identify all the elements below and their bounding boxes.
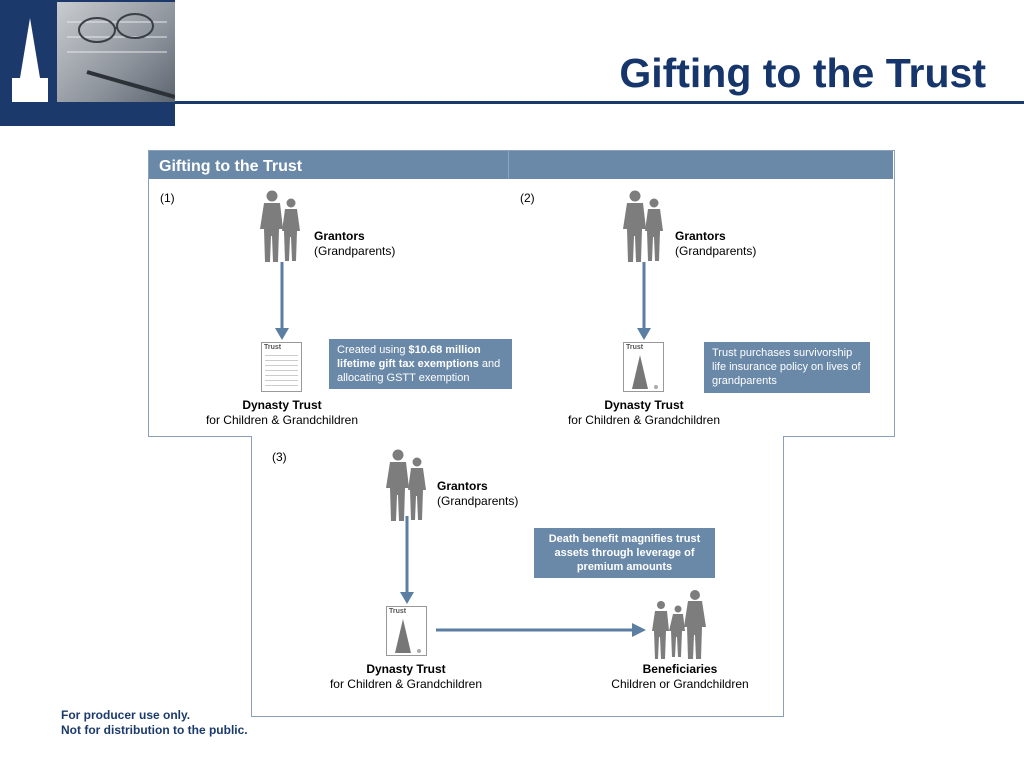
pyramid-building-icon — [12, 18, 48, 102]
company-logo — [0, 0, 175, 126]
step-2-grantors-subtitle: (Grandparents) — [675, 244, 757, 258]
step-2-grantors-title: Grantors — [675, 229, 726, 243]
step-3-grantors-title: Grantors — [437, 479, 488, 493]
step-3-callout: Death benefit magnifies trust assets thr… — [534, 528, 715, 578]
step-3-number: (3) — [272, 450, 287, 464]
step-3-trust-title: Dynasty Trust — [366, 662, 446, 676]
step-3-grantors-subtitle: (Grandparents) — [437, 494, 519, 508]
arrow-right-icon — [436, 623, 646, 637]
step-1-trust-subtitle: for Children & Grandchildren — [205, 413, 359, 427]
trust-document-icon: Trust — [261, 342, 302, 392]
family-beneficiaries-icon — [652, 590, 706, 659]
arrow-down-icon — [275, 262, 289, 340]
grantors-couple-icon — [386, 449, 426, 521]
trust-document-with-policy-icon: Trust — [386, 606, 427, 656]
step-1-callout: Created using $10.68 million lifetime gi… — [329, 339, 512, 389]
step-1-number: (1) — [160, 191, 175, 205]
logo-photo — [57, 2, 175, 102]
step-3-trust-subtitle: for Children & Grandchildren — [329, 677, 483, 691]
pen-glasses-icon — [67, 13, 175, 99]
grantors-couple-icon — [260, 190, 300, 262]
step-1-grantors-subtitle: (Grandparents) — [314, 244, 396, 258]
step-1-grantors-title: Grantors — [314, 229, 365, 243]
step-2-number: (2) — [520, 191, 535, 205]
step-2-trust-subtitle: for Children & Grandchildren — [567, 413, 721, 427]
grantors-couple-icon — [623, 190, 663, 262]
step-2-callout: Trust purchases survivorship life insura… — [704, 342, 870, 393]
footer-disclaimer-line-2: Not for distribution to the public. — [61, 723, 248, 737]
beneficiaries-subtitle: Children or Grandchildren — [611, 677, 749, 691]
trust-document-with-policy-icon: Trust — [623, 342, 664, 392]
panel-header-divider — [508, 151, 509, 179]
step-2-trust-title: Dynasty Trust — [604, 398, 684, 412]
panel-header — [149, 151, 893, 179]
beneficiaries-title: Beneficiaries — [642, 662, 718, 676]
arrow-down-icon — [637, 262, 651, 340]
footer-disclaimer-line-1: For producer use only. — [61, 708, 191, 722]
page-title: Gifting to the Trust — [619, 50, 986, 96]
arrow-down-icon — [400, 516, 414, 604]
title-rule — [175, 101, 1024, 104]
step-1-trust-title: Dynasty Trust — [242, 398, 322, 412]
panel-title: Gifting to the Trust — [159, 158, 303, 175]
